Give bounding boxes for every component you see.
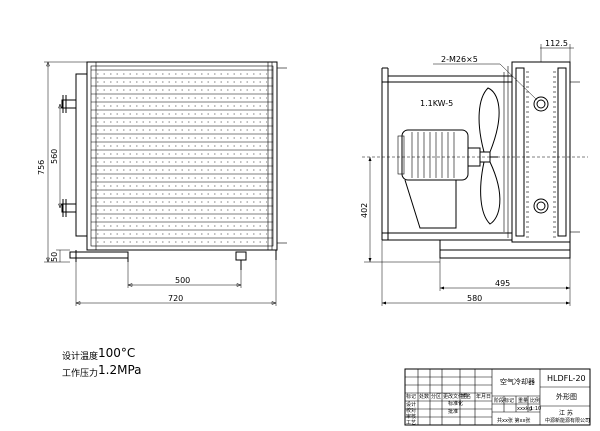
side-dimensions <box>364 44 574 306</box>
dim-495: 495 <box>495 279 510 288</box>
tb-scale-value: 1:10 <box>530 406 541 412</box>
work-pressure-value: 1.2MPa <box>98 363 142 377</box>
outlet-nozzle <box>61 203 77 213</box>
motor-annotation: 1.1KW-5 <box>420 99 453 108</box>
hole-annotation: 2-M26×5 <box>441 55 478 64</box>
tb-row-label: 分区 <box>431 393 441 400</box>
tb-province: 江 苏 <box>559 409 573 417</box>
motor-cooling-fins <box>411 132 455 178</box>
dim-500: 500 <box>175 276 190 285</box>
front-view <box>61 61 287 270</box>
tb-sheet: 共xx张 第xx张 <box>497 417 530 424</box>
dim-580: 580 <box>467 294 482 303</box>
tb-weight-label: 重量 <box>518 397 528 404</box>
dim-756: 756 <box>37 160 46 175</box>
dim-402: 402 <box>360 203 369 218</box>
side-coil-block <box>511 61 571 243</box>
fan-blade-upper <box>478 87 500 153</box>
tb-row-label: 签名 <box>461 393 471 400</box>
tb-row-label: 年月日 <box>476 393 491 400</box>
tb-left-label: 工艺 <box>406 420 416 426</box>
side-fin-marks <box>526 71 556 238</box>
work-pressure-label: 工作压力 <box>62 369 99 379</box>
inlet-nozzle <box>61 99 77 109</box>
motor-bracket <box>404 179 457 229</box>
title-block <box>404 368 591 426</box>
side-view <box>362 61 588 259</box>
tb-left-label: 校对 <box>406 407 416 414</box>
front-inner-frame <box>90 65 274 247</box>
tb-approve-label: 批准 <box>448 408 458 415</box>
design-temp-value: 100°C <box>98 346 136 360</box>
fan-blade-lower <box>480 161 501 225</box>
dim-50: 50 <box>50 252 59 262</box>
tb-stage-label: 阶段标记 <box>494 397 514 404</box>
tb-left-label: 设计 <box>406 401 416 408</box>
front-base-foot-left <box>69 251 129 259</box>
design-temp-label: 设计温度 <box>62 352 99 362</box>
front-dimensions <box>44 61 277 306</box>
tb-row-label: 更改文件号 <box>443 393 468 400</box>
tb-company: 中源新能源有限公司 <box>545 417 590 424</box>
tb-scale-label: 比例 <box>530 397 540 404</box>
front-left-header <box>75 73 88 237</box>
tb-drawing-name: 外形图 <box>556 392 577 401</box>
bolt-hole-upper <box>533 96 549 112</box>
tb-weight-value: xxxkg <box>517 406 532 412</box>
tb-product-name: 空气冷却器 <box>500 377 535 386</box>
tb-left-label: 审核 <box>406 413 416 420</box>
side-base-foot <box>439 249 571 259</box>
dim-560: 560 <box>50 149 59 164</box>
tb-std-label: 标准化 <box>448 400 463 407</box>
front-base-foot-right <box>235 251 247 261</box>
front-tube-rows <box>91 69 273 243</box>
bolt-hole-lower <box>533 198 549 214</box>
tb-row-label: 处数 <box>419 393 429 400</box>
tb-row-label: 标记 <box>406 393 416 400</box>
dim-720: 720 <box>168 294 183 303</box>
dim-112-5: 112.5 <box>545 39 568 48</box>
motor-end-cap <box>397 135 405 175</box>
tb-model: HLDFL-20 <box>547 374 586 383</box>
